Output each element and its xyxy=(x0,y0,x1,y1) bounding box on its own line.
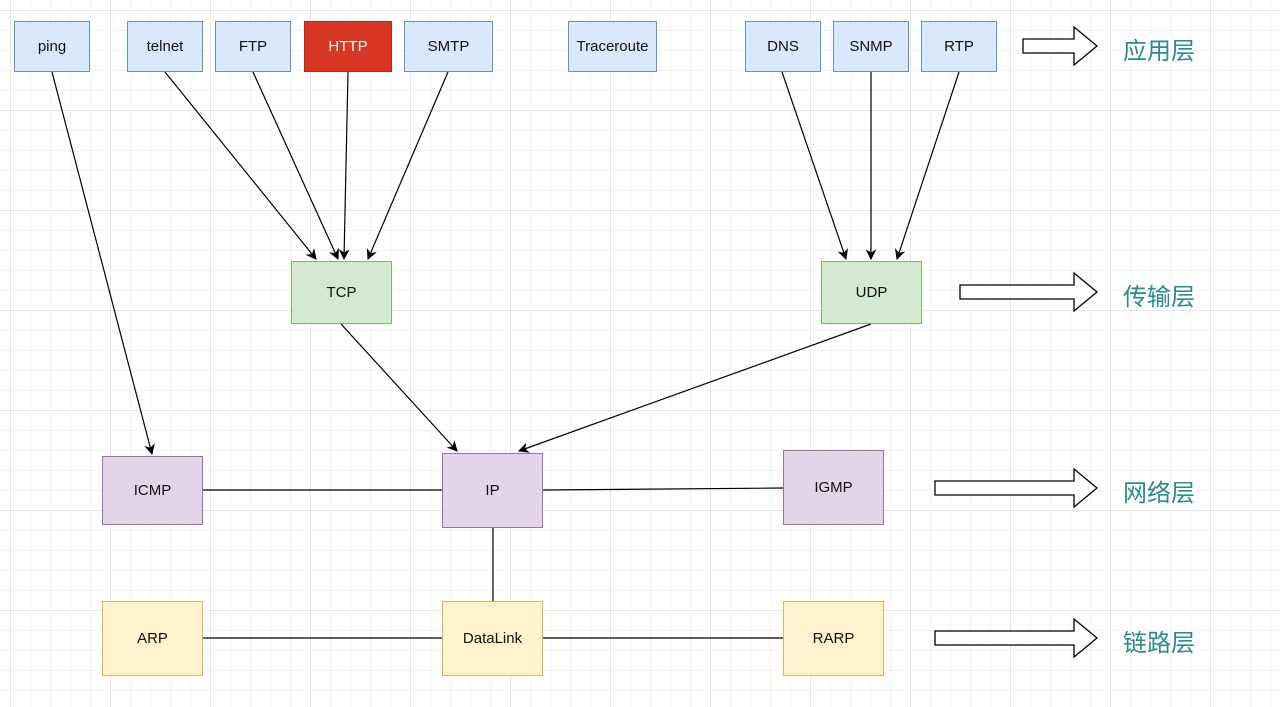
node-snmp-label: SNMP xyxy=(849,38,893,55)
node-ftp[interactable]: FTP xyxy=(215,21,291,72)
arrow-ping-icmp xyxy=(51,71,155,456)
node-smtp[interactable]: SMTP xyxy=(404,21,493,72)
node-http-label: HTTP xyxy=(328,38,368,55)
node-igmp[interactable]: IGMP xyxy=(783,450,884,525)
node-ping[interactable]: ping xyxy=(14,21,90,72)
node-ping-label: ping xyxy=(37,38,67,55)
network-layer-label: 网络层 xyxy=(1123,479,1195,507)
node-ftp-label: FTP xyxy=(238,38,268,55)
arrow-rtp-udp xyxy=(894,71,960,261)
node-snmp[interactable]: SNMP xyxy=(833,21,909,72)
arrow-telnet-tcp xyxy=(164,71,317,260)
node-icmp-label: ICMP xyxy=(133,482,172,499)
node-udp-label: UDP xyxy=(855,284,888,301)
transport-layer-label: 传输层 xyxy=(1123,283,1195,311)
line-ip-igmp xyxy=(542,487,784,491)
node-http[interactable]: HTTP xyxy=(304,21,392,72)
node-arp-label: ARP xyxy=(137,630,168,647)
arrow-udp-ip xyxy=(517,323,872,453)
network-layer-arrow xyxy=(934,467,1099,509)
node-icmp[interactable]: ICMP xyxy=(102,456,203,525)
node-dns[interactable]: DNS xyxy=(745,21,821,72)
node-telnet-label: telnet xyxy=(146,38,184,55)
link-layer-label: 链路层 xyxy=(1123,629,1195,657)
node-tcp[interactable]: TCP xyxy=(291,261,392,324)
node-rarp[interactable]: RARP xyxy=(783,601,884,676)
node-telnet[interactable]: telnet xyxy=(127,21,203,72)
node-ip-label: IP xyxy=(485,482,500,499)
node-arp[interactable]: ARP xyxy=(102,601,203,676)
application-layer-label: 应用层 xyxy=(1123,37,1195,65)
arrow-ftp-tcp xyxy=(252,71,339,260)
transport-layer-arrow xyxy=(959,271,1099,313)
node-tcp-label: TCP xyxy=(326,284,357,301)
node-traceroute[interactable]: Traceroute xyxy=(568,21,657,72)
node-rtp-label: RTP xyxy=(944,38,974,55)
arrow-tcp-ip xyxy=(340,323,458,452)
node-smtp-label: SMTP xyxy=(427,38,470,55)
node-rtp[interactable]: RTP xyxy=(921,21,997,72)
arrow-dns-udp xyxy=(781,71,848,261)
link-layer-arrow xyxy=(934,617,1099,659)
node-udp[interactable]: UDP xyxy=(821,261,922,324)
node-traceroute-label: Traceroute xyxy=(576,38,649,55)
node-rarp-label: RARP xyxy=(812,630,855,647)
node-ip[interactable]: IP xyxy=(442,453,543,528)
application-layer-arrow xyxy=(1022,25,1099,67)
node-datalink-label: DataLink xyxy=(462,630,523,647)
node-dns-label: DNS xyxy=(767,38,799,55)
arrow-smtp-tcp xyxy=(366,71,449,260)
arrow-http-tcp xyxy=(338,71,350,261)
node-datalink[interactable]: DataLink xyxy=(442,601,543,676)
node-igmp-label: IGMP xyxy=(814,479,853,496)
